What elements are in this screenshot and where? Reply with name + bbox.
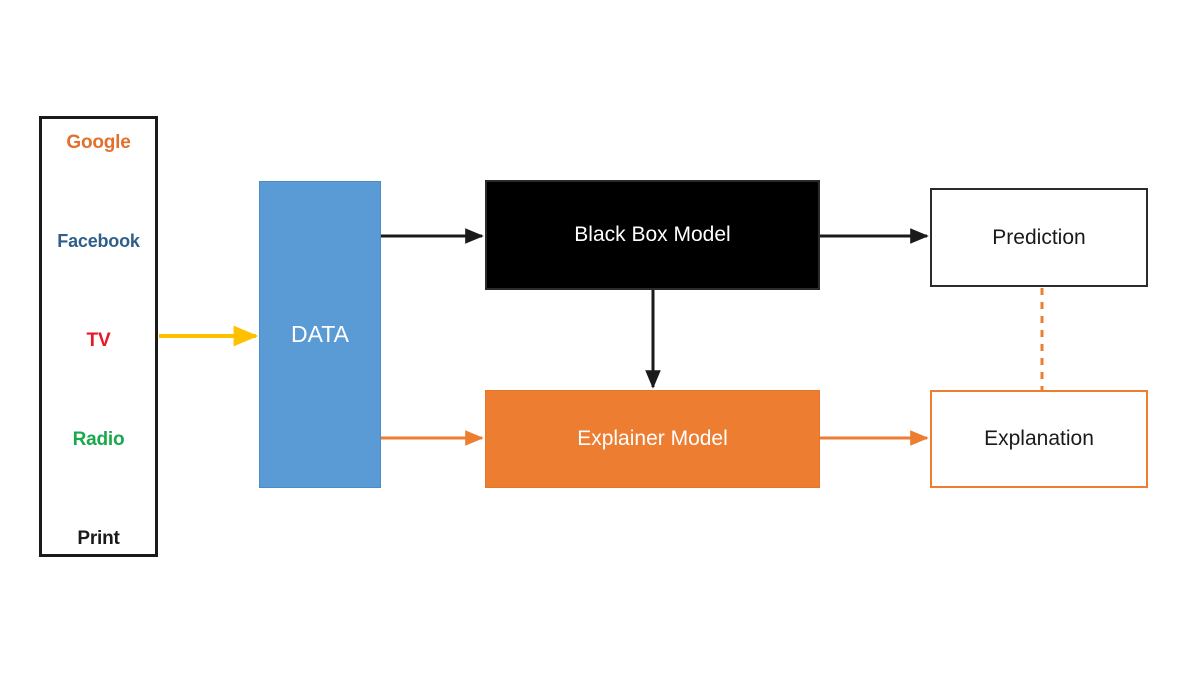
channel-label-google: Google <box>66 132 131 153</box>
node-explanation: Explanation <box>930 390 1148 488</box>
channel-label-print: Print <box>77 528 120 549</box>
marketing-channels-box: Google Facebook TV Radio Print <box>39 116 158 557</box>
node-prediction: Prediction <box>930 188 1148 287</box>
channel-label-facebook: Facebook <box>57 231 140 251</box>
channel-label-tv: TV <box>86 330 111 351</box>
channel-label-radio: Radio <box>72 429 125 450</box>
node-data: DATA <box>259 181 381 488</box>
node-black-box-model: Black Box Model <box>485 180 820 290</box>
node-explainer-model: Explainer Model <box>485 390 820 488</box>
